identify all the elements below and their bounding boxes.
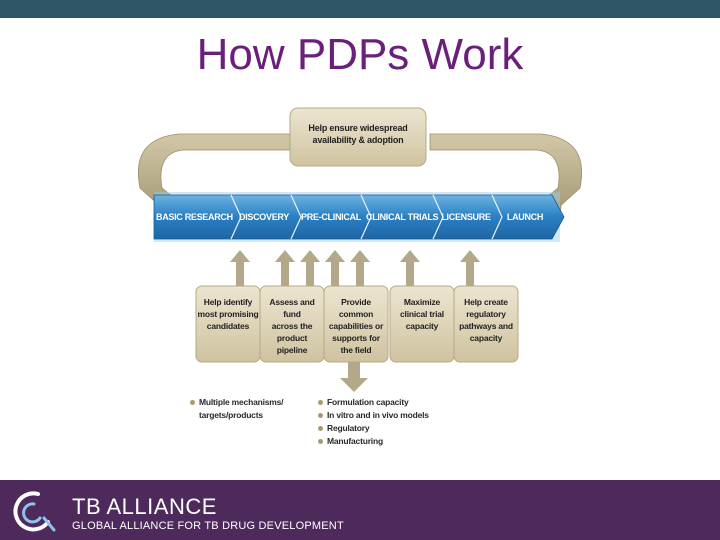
left-bullet-list: Multiple mechanisms/ targets/products	[190, 396, 310, 422]
pipeline-stage-licensure: LICENSURE	[441, 212, 491, 222]
pipeline-stage-pre-clinical: PRE-CLINICAL	[301, 212, 361, 222]
pipeline-band	[153, 192, 565, 242]
bullet-item: In vitro and in vivo models	[318, 409, 498, 422]
support-box-clinical-capacity: Maximize clinical trial capacity	[400, 297, 444, 331]
bullet-item: Formulation capacity	[318, 396, 498, 409]
pipeline-stage-basic-research: BASIC RESEARCH	[156, 212, 233, 222]
right-bullet-list: Formulation capacity In vitro and in viv…	[318, 396, 498, 448]
pipeline-stage-clinical-trials: CLINICAL TRIALS	[366, 212, 439, 222]
support-arrows	[230, 250, 480, 286]
pipeline-stage-launch: LAUNCH	[506, 212, 544, 222]
top-box	[289, 107, 427, 167]
support-box-common-capabilities: Provide common capabilities or supports …	[328, 297, 384, 355]
footer-band	[0, 480, 720, 540]
down-arrow	[340, 362, 368, 392]
bullet-item: Manufacturing	[318, 435, 498, 448]
diagram-graphics	[138, 107, 582, 392]
support-box-identify-candidates: Help identify most promising candidates	[197, 297, 259, 331]
top-box-text: Help ensure widespread availability & ad…	[308, 123, 408, 145]
top-band	[0, 0, 720, 18]
bullet-item: Multiple mechanisms/ targets/products	[190, 396, 310, 422]
support-box-assess-fund: Assess and fund across the product pipel…	[269, 297, 315, 355]
pipeline-stage-discovery: DISCOVERY	[239, 212, 289, 222]
org-name: TB ALLIANCE	[72, 494, 217, 519]
bullet-item: Regulatory	[318, 422, 498, 435]
tb-alliance-logo-icon	[13, 491, 56, 532]
support-box-regulatory-pathways: Help create regulatory pathways and capa…	[459, 297, 513, 343]
slide-title: How PDPs Work	[196, 30, 524, 79]
support-boxes	[195, 285, 519, 363]
org-subtitle: GLOBAL ALLIANCE FOR TB DRUG DEVELOPMENT	[72, 520, 344, 532]
pdp-diagram: Help ensure widespread availability & ad…	[120, 100, 600, 460]
